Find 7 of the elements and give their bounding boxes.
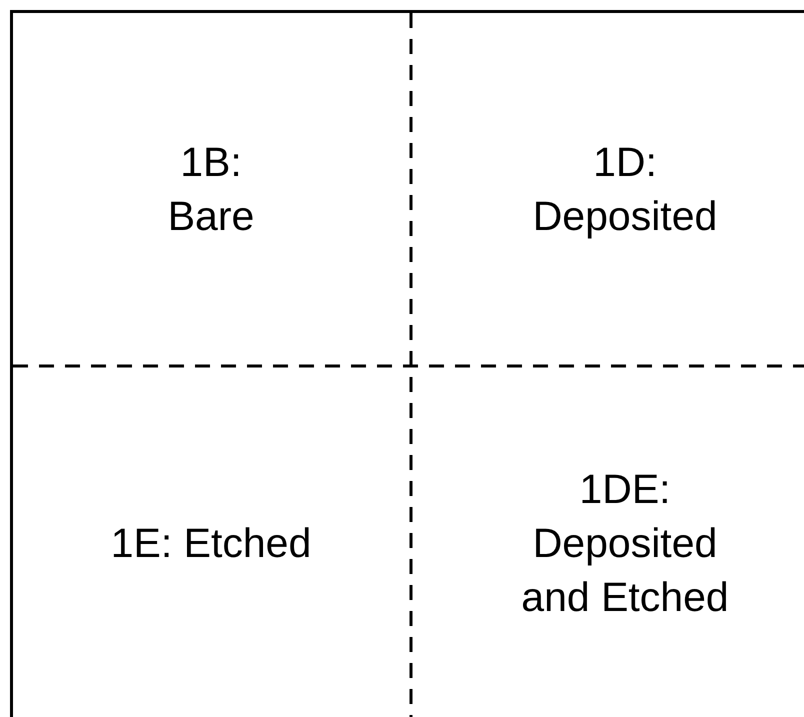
quadrant-label: 1B: [180,138,242,187]
quadrant-label: Bare [168,192,254,241]
quadrant-label: 1E: Etched [110,518,312,568]
quadrant-label: Deposited [532,192,718,241]
quadrant-label: Deposited and Etched [520,518,730,622]
quadrant-label: 1D: [593,138,657,187]
quadrant-label: 1DE: [579,464,671,514]
